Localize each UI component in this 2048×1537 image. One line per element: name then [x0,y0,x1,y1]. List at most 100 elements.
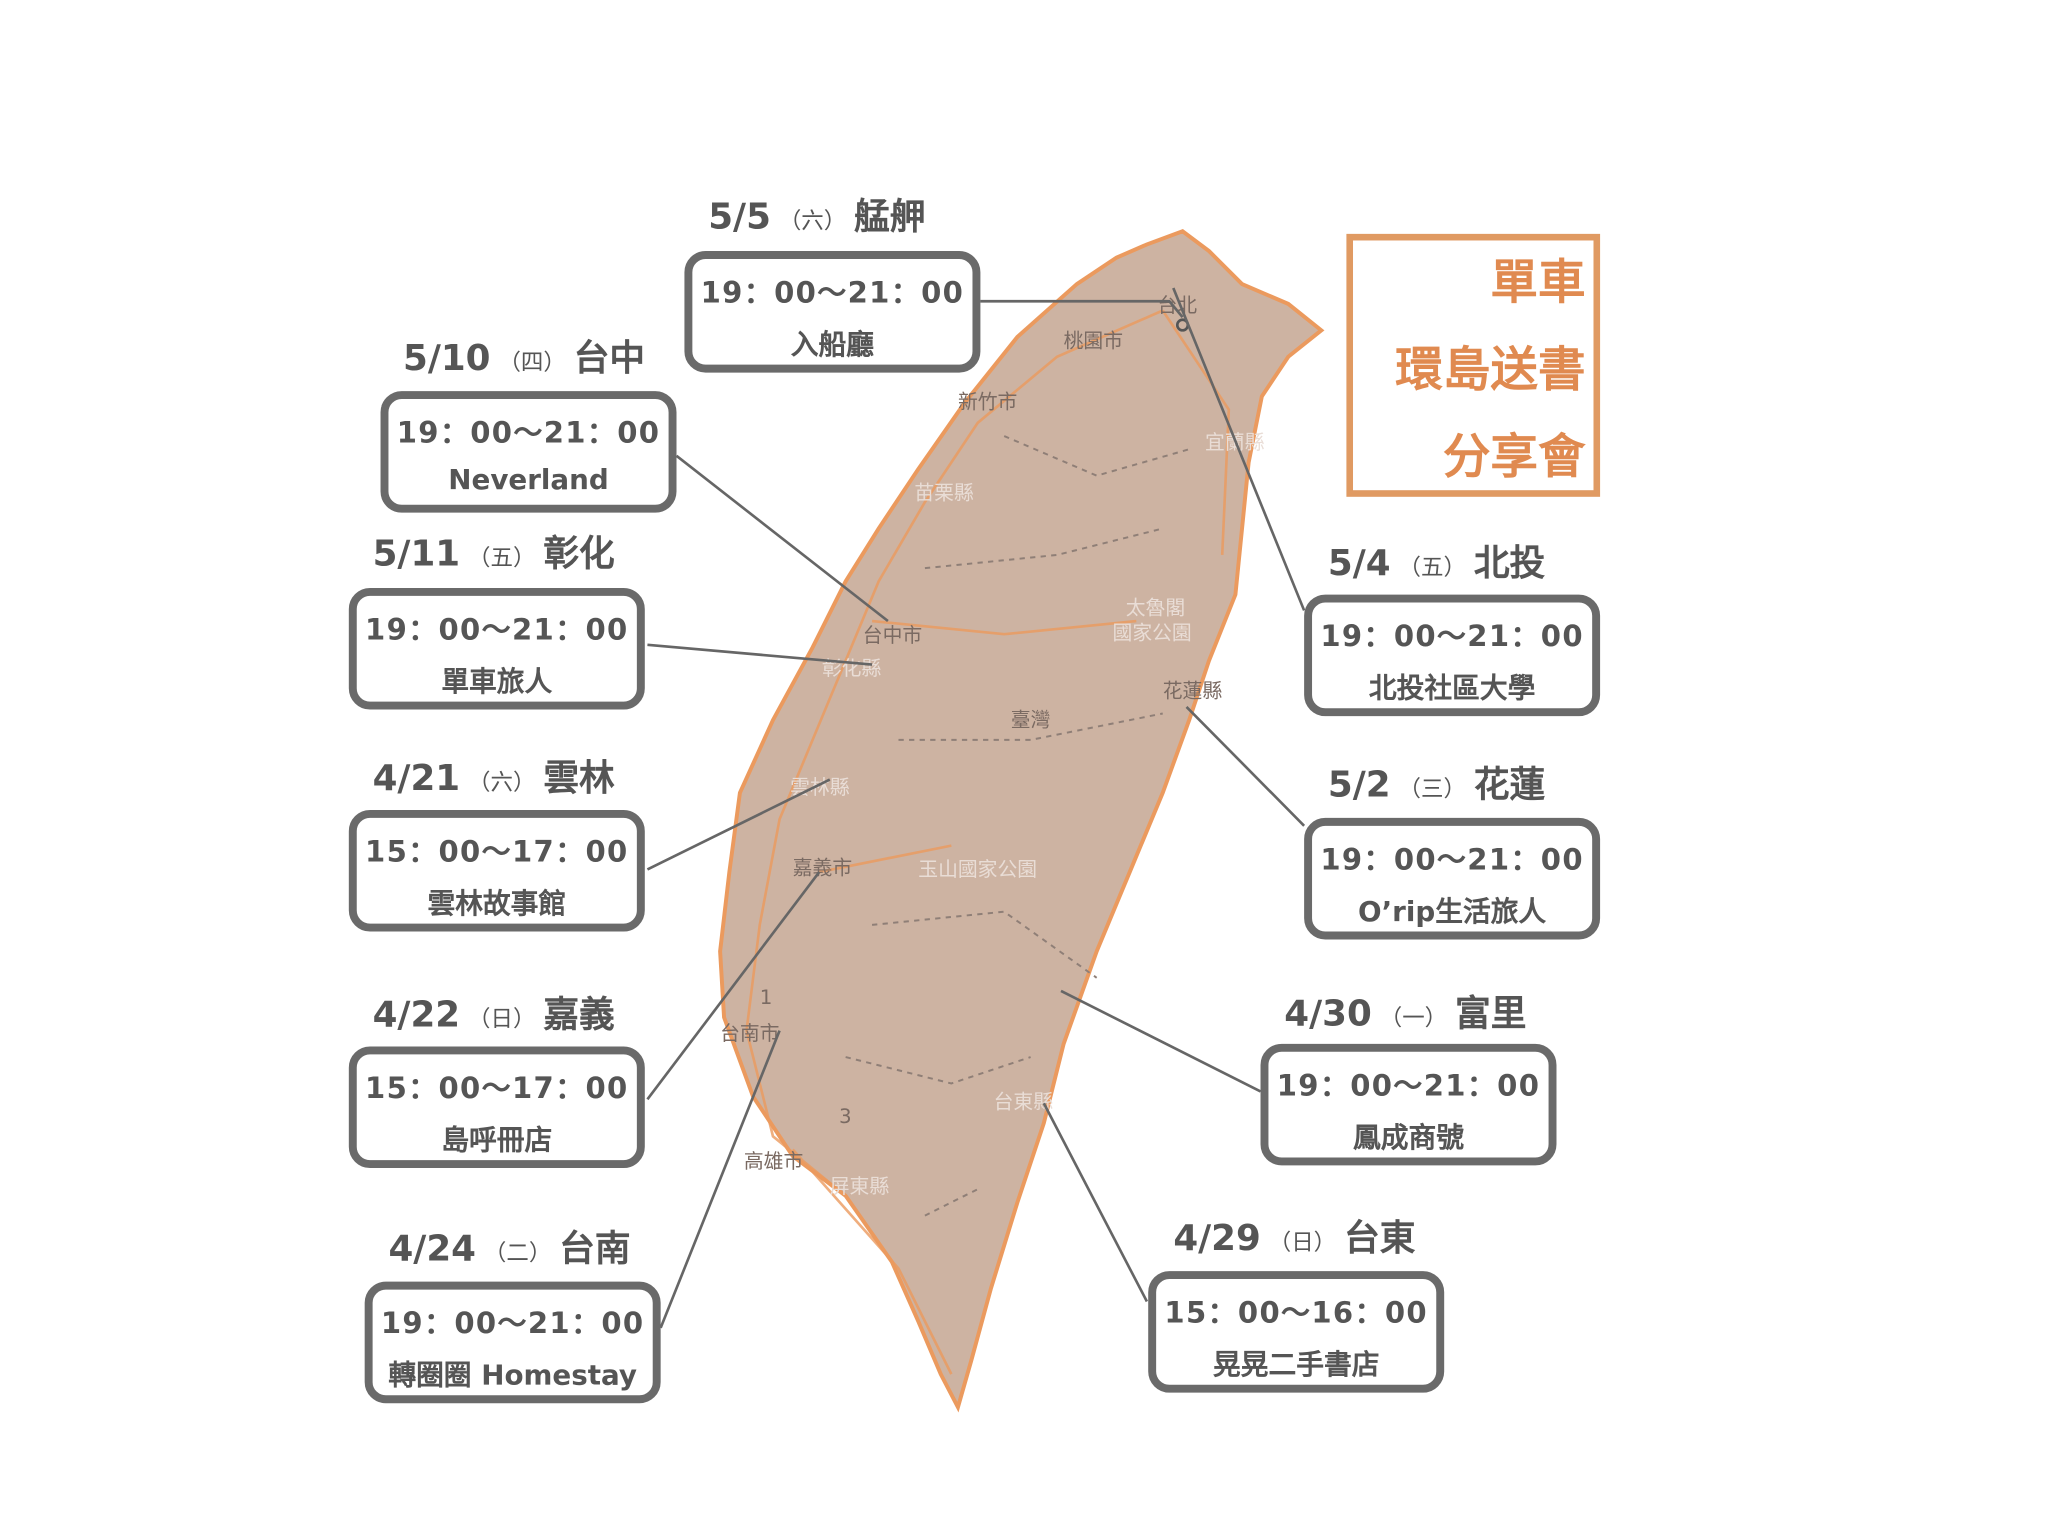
highway-marker-icon: 1 [760,986,773,1009]
event-heading: 5/2（三）花蓮 [1328,766,1545,810]
event-city: 嘉義 [543,994,615,1036]
event-card: 19：00～21：00 單車旅人 [348,587,645,710]
event-card: 19：00～21：00 轉圈圈 Homestay [364,1281,661,1404]
callout-line [1172,287,1306,611]
event-weekday: （四） [498,350,566,377]
map-label: 台中市 [863,624,922,647]
callout-line [647,643,873,666]
event-date: 4/30 [1284,993,1372,1035]
event-date: 4/29 [1173,1218,1261,1260]
event-city: 台東 [1344,1218,1416,1260]
event-city: 彰化 [543,533,615,575]
event-weekday: （六） [468,770,536,797]
title-line: 單車 [1490,256,1586,311]
event-city: 北投 [1473,543,1546,585]
event-heading: 5/10 （四） 台中 [402,338,646,384]
map-label: 屏東縣 [830,1175,890,1198]
map-label: 桃園市 [1064,330,1123,353]
event-venue: 晃晃二手書店 [1212,1349,1380,1381]
event-venue: 轉圈圈 Homestay [388,1359,637,1392]
callout-line [980,299,1184,318]
map-label: 雲林縣 [790,776,850,799]
map-label: 嘉義市 [793,857,852,880]
event-time: 19：00～21：00 [365,614,629,648]
event-city: 台中 [573,338,646,380]
event-venue: O’rip生活旅人 [1358,895,1547,928]
event-heading: 4/24（二）台南 [388,1228,631,1274]
title-line: 環島送書 [1395,343,1586,398]
event-venue: 雲林故事館 [427,887,567,920]
event-city: 台南 [559,1228,631,1270]
callout-line [1185,705,1306,827]
event-time: 19：00～21：00 [380,1308,645,1342]
county-borders [845,435,1190,1217]
event-venue: 入船廳 [790,329,875,361]
event-time: 19：00～21：00 [1320,621,1584,655]
event-weekday: （日） [1268,1230,1337,1257]
highway-marker-icon: 3 [839,1105,852,1128]
callout-line [1042,1102,1149,1303]
event-card: 15：00～17：00 島呼冊店 [348,1046,645,1169]
event-weekday: （日） [468,1006,536,1034]
callout-line [646,778,831,871]
event-venue: 北投社區大學 [1368,672,1536,705]
map-label: 花蓮縣 [1163,680,1223,703]
event-weekday: （二） [483,1240,552,1268]
event-time: 19：00～21：00 [396,417,661,451]
event-heading: 4/30 （一） 富里 [1284,993,1527,1039]
event-weekday: （一） [1379,1005,1448,1032]
event-heading: 4/22（日）嘉義 [373,996,615,1040]
event-heading: 5/5（六）艋舺 [708,198,925,242]
event-venue: 島呼冊店 [441,1124,553,1157]
event-date: 5/2 [1327,765,1391,806]
map-label: 臺灣 [1011,709,1051,732]
event-weekday: （五） [1398,554,1466,582]
map-label: 新竹市 [958,390,1017,413]
event-venue: 單車旅人 [441,665,553,698]
map-label-taipei: 台北 [1157,294,1197,317]
map-label: 玉山國家公園 [918,858,1037,881]
event-time: 15：00～16：00 [1164,1297,1428,1331]
event-heading: 5/11（五）彰化 [372,533,615,579]
map-label: 苗栗縣 [914,481,974,504]
event-weekday: （五） [468,545,536,573]
event-weekday: （三） [1398,776,1466,804]
event-date: 5/11 [372,533,461,575]
map-labels: 台北 桃園市 新竹市 苗栗縣 台中市 彰化縣 雲林縣 嘉義市 台南市 高雄市 屏… [720,294,1265,1198]
event-weekday: （六） [778,208,847,236]
event-city: 雲林 [543,758,615,800]
event-time: 19：00～21：00 [1276,1070,1541,1104]
event-time: 19：00～21：00 [1320,844,1584,878]
event-card: 15：00～16：00 晃晃二手書店 [1148,1271,1445,1393]
event-card: 19：00～21：00 鳳成商號 [1260,1043,1557,1166]
callout-line [659,1030,781,1329]
event-venue: Neverland [448,463,609,496]
event-card: 19：00～21：00 北投社區大學 [1304,594,1601,717]
title-line: 分享會 [1442,430,1586,485]
event-date: 5/10 [402,338,491,380]
event-date: 5/5 [708,196,771,238]
map-label: 高雄市 [744,1150,803,1173]
event-city: 艋舺 [854,196,926,238]
event-heading: 5/4（五）北投 [1328,544,1545,588]
event-heading: 4/29 （日） 台東 [1173,1218,1416,1264]
callout-lines [646,287,1306,1329]
event-date: 5/4 [1327,543,1391,585]
event-date: 4/22 [372,994,461,1036]
event-heading: 4/21 （六） 雲林 [372,758,615,804]
road-network [745,309,1231,1375]
event-date: 4/21 [372,758,461,800]
map-label: 太魯閣 [1126,596,1185,619]
event-city: 富里 [1455,993,1527,1035]
event-venue: 鳳成商號 [1353,1121,1465,1154]
callout-line [646,871,821,1101]
event-city: 花蓮 [1473,765,1546,806]
map-label: 台東縣 [994,1091,1054,1114]
poster-title: 單車 環島送書 分享會 [1346,233,1601,497]
event-time: 15：00～17：00 [365,1072,629,1106]
